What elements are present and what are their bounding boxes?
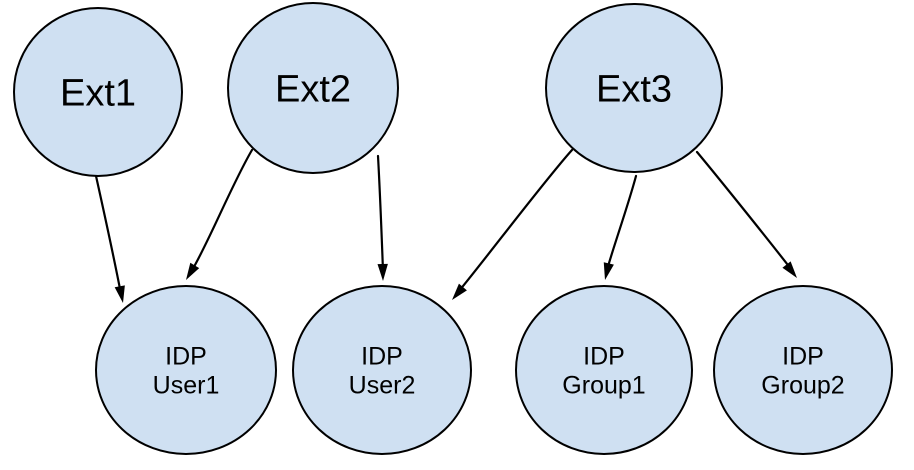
arrow-head-icon <box>452 283 467 300</box>
node-label-line: Group2 <box>761 371 844 399</box>
node-label: Ext1 <box>60 72 136 114</box>
edge-line <box>189 148 254 274</box>
node-label-line: Ext2 <box>275 68 351 110</box>
node-label-line: IDP <box>782 342 824 370</box>
arrow-head-icon <box>603 262 614 280</box>
arrow-head-icon <box>186 262 200 280</box>
arrow-head-icon <box>377 263 388 281</box>
node-label-line: User2 <box>349 371 416 399</box>
edge-line <box>457 148 574 293</box>
node-shape-ellipse[interactable] <box>515 285 693 455</box>
node-shape-ellipse[interactable] <box>227 2 399 174</box>
node-label-line: IDP <box>361 342 403 370</box>
node-label: Ext2 <box>275 68 351 110</box>
node-shape-ellipse[interactable] <box>13 7 183 177</box>
edge-ext3-to-idp_user2 <box>452 148 574 300</box>
edge-ext2-to-idp_user2 <box>376 154 388 281</box>
edge-line <box>605 174 638 272</box>
arrow-head-icon <box>114 285 125 303</box>
node-label-line: User1 <box>153 371 220 399</box>
node-shape-ellipse[interactable] <box>95 285 277 455</box>
node-label-line: IDP <box>165 342 207 370</box>
edge-ext1-to-idp_user1 <box>94 174 125 303</box>
node-label-line: Ext3 <box>596 68 672 110</box>
arrow-head-icon <box>782 261 797 278</box>
node-shape-ellipse[interactable] <box>713 285 893 455</box>
edge-ext2-to-idp_user1 <box>186 148 254 280</box>
node-label-line: Group1 <box>562 371 645 399</box>
edge-line <box>94 174 123 296</box>
node-ext3[interactable]: Ext3 <box>545 3 723 173</box>
node-ext2[interactable]: Ext2 <box>227 2 399 174</box>
edge-line <box>695 150 793 271</box>
edge-ext3-to-idp_group1 <box>603 174 638 280</box>
node-ext1[interactable]: Ext1 <box>13 7 183 177</box>
edge-ext3-to-idp_group2 <box>695 150 797 278</box>
node-label: Ext3 <box>596 68 672 110</box>
edges-layer <box>94 148 797 303</box>
edge-line <box>376 154 385 273</box>
node-label-line: Ext1 <box>60 72 136 114</box>
node-shape-ellipse[interactable] <box>545 3 723 173</box>
node-label-line: IDP <box>583 342 625 370</box>
node-shape-ellipse[interactable] <box>292 285 472 455</box>
